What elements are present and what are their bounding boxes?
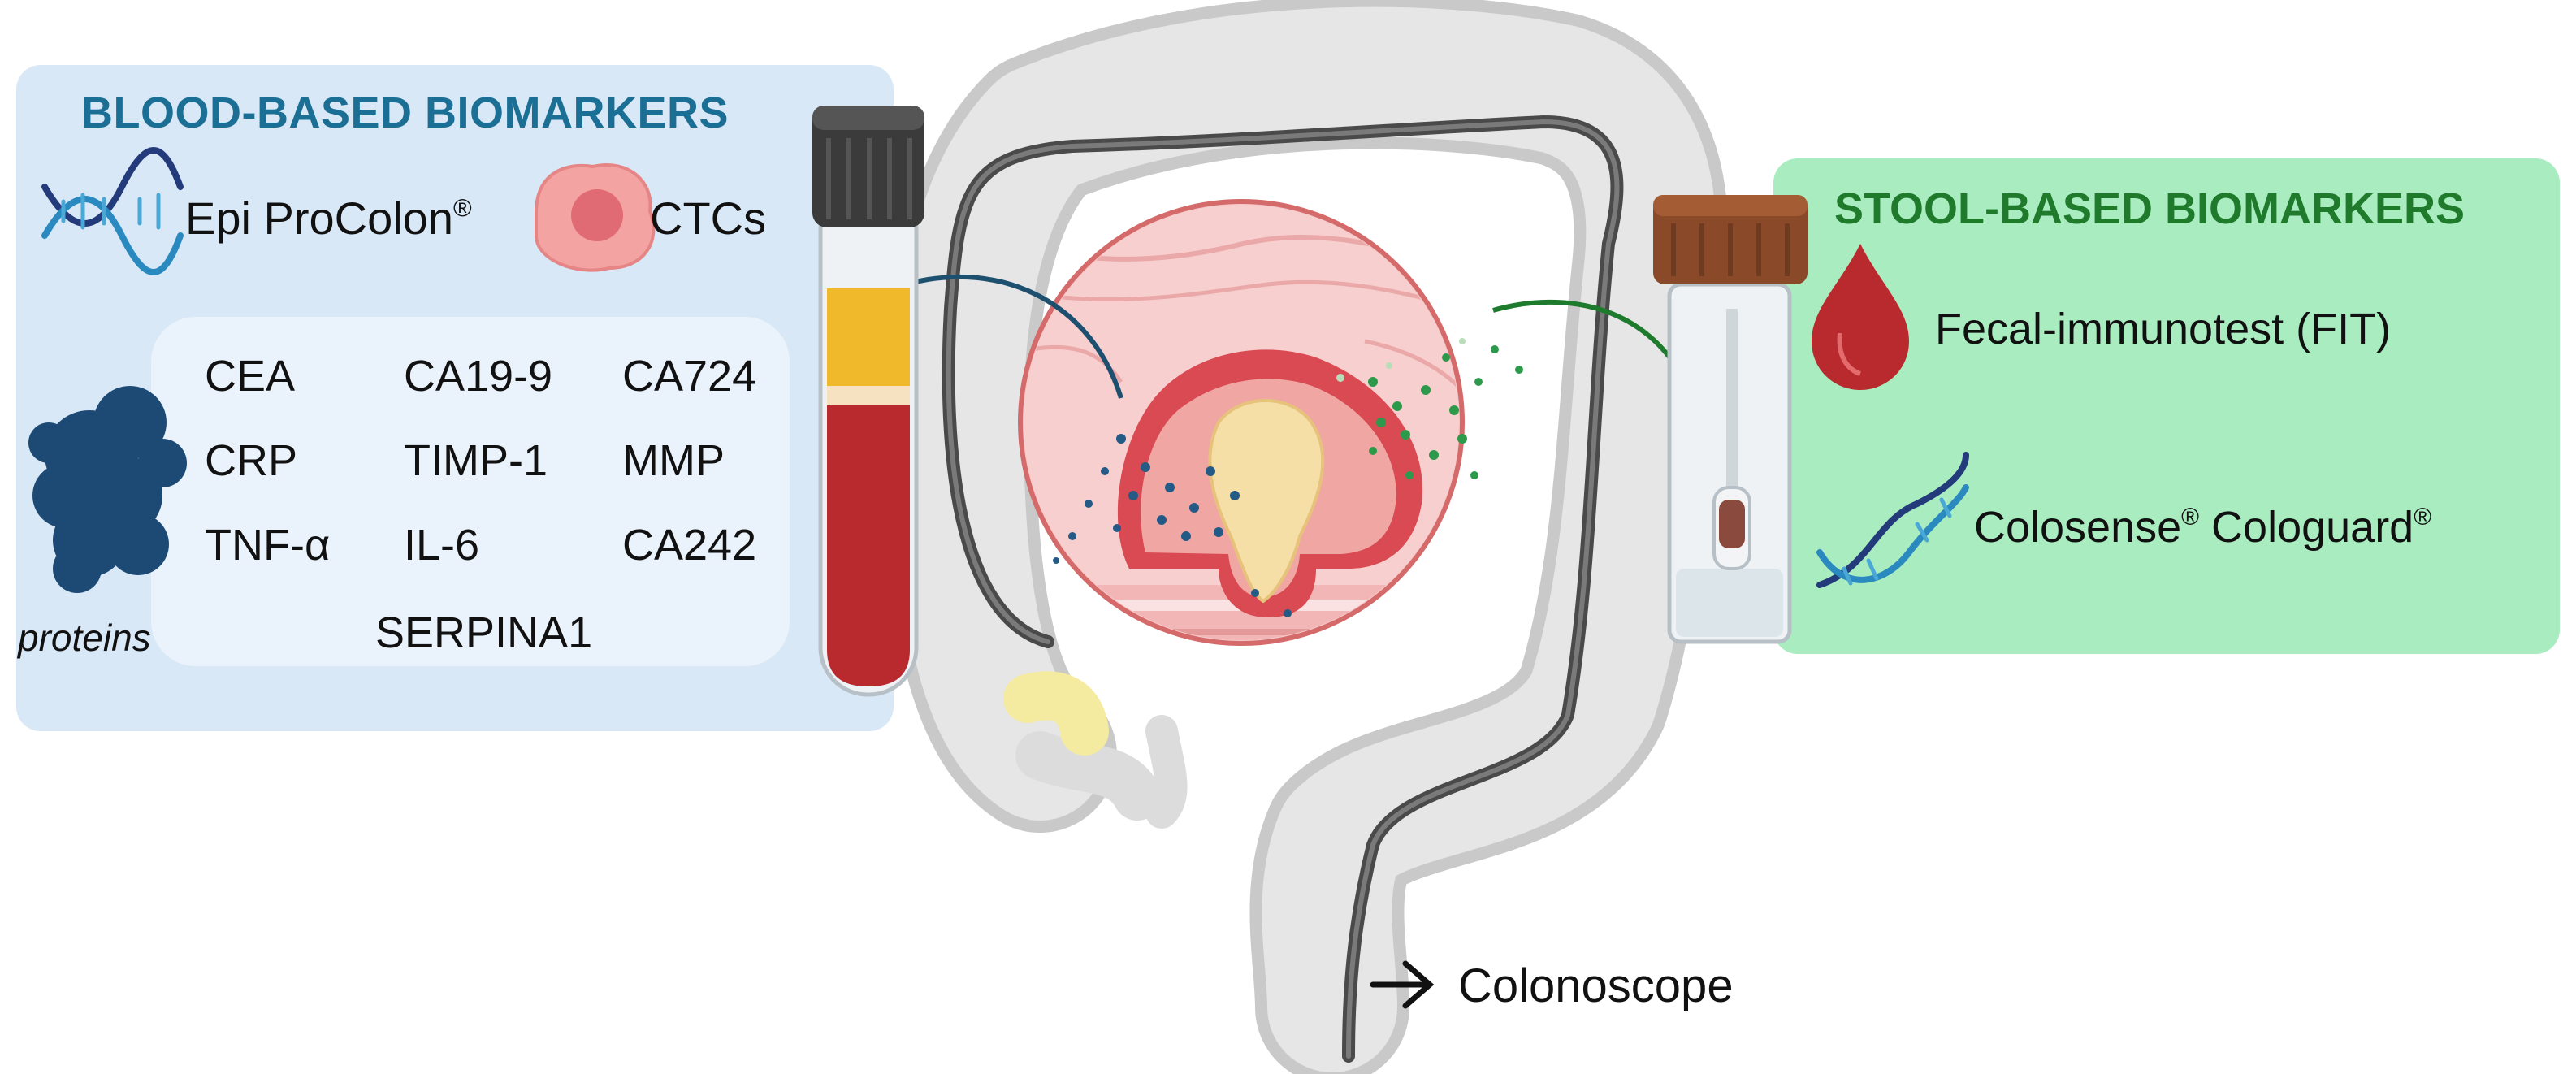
- protein-marker: IL-6: [404, 521, 480, 569]
- registered-mark: ®: [452, 193, 472, 223]
- colosense-cologuard-label: Colosense® Cologuard®: [1974, 502, 2431, 552]
- registered-mark: ®: [2181, 504, 2200, 531]
- registered-mark: ®: [2414, 504, 2432, 531]
- tumor-magnification: [1018, 199, 1465, 646]
- protein-marker: CEA: [205, 352, 296, 401]
- colonoscope-label: Colonoscope: [1458, 959, 1734, 1012]
- cell-dots: [1053, 338, 1523, 617]
- epi-procolon-label: Epi ProColon®: [185, 192, 472, 245]
- protein-icon: [28, 386, 187, 593]
- colosense-name: Colosense: [1974, 503, 2182, 552]
- protein-marker: CA724: [622, 352, 757, 401]
- dna-icon-stool: [1816, 452, 1969, 588]
- arrow-to-blood: [863, 258, 1123, 399]
- arrow-right-icon: [1370, 960, 1435, 1009]
- protein-marker: CA242: [622, 521, 757, 569]
- protein-marker: CA19-9: [404, 352, 553, 401]
- protein-marker: TNF-α: [205, 521, 331, 569]
- fit-label: Fecal-immunotest (FIT): [1935, 305, 2392, 353]
- stool-biomarkers-title: STOOL-BASED BIOMARKERS: [1834, 184, 2466, 233]
- stool-tube-icon: [1653, 195, 1808, 644]
- proteins-caption: proteins: [18, 617, 151, 659]
- ctc-cell-icon: [535, 163, 656, 272]
- protein-marker: TIMP-1: [404, 436, 548, 485]
- protein-markers-box: [151, 317, 790, 666]
- ctc-label: CTCs: [650, 193, 767, 244]
- blood-drop-icon: [1812, 244, 1909, 390]
- blood-biomarkers-title: BLOOD-BASED BIOMARKERS: [81, 89, 730, 137]
- stool-biomarkers-panel: [1773, 158, 2560, 654]
- protein-marker: CRP: [205, 436, 298, 485]
- protein-marker: MMP: [622, 436, 725, 485]
- dna-icon-blood: [41, 147, 184, 275]
- blood-tube-icon: [812, 106, 924, 697]
- protein-marker: SERPINA1: [375, 608, 593, 657]
- cologuard-name: Cologuard: [2211, 503, 2414, 552]
- epi-procolon-name: Epi ProColon: [185, 193, 453, 244]
